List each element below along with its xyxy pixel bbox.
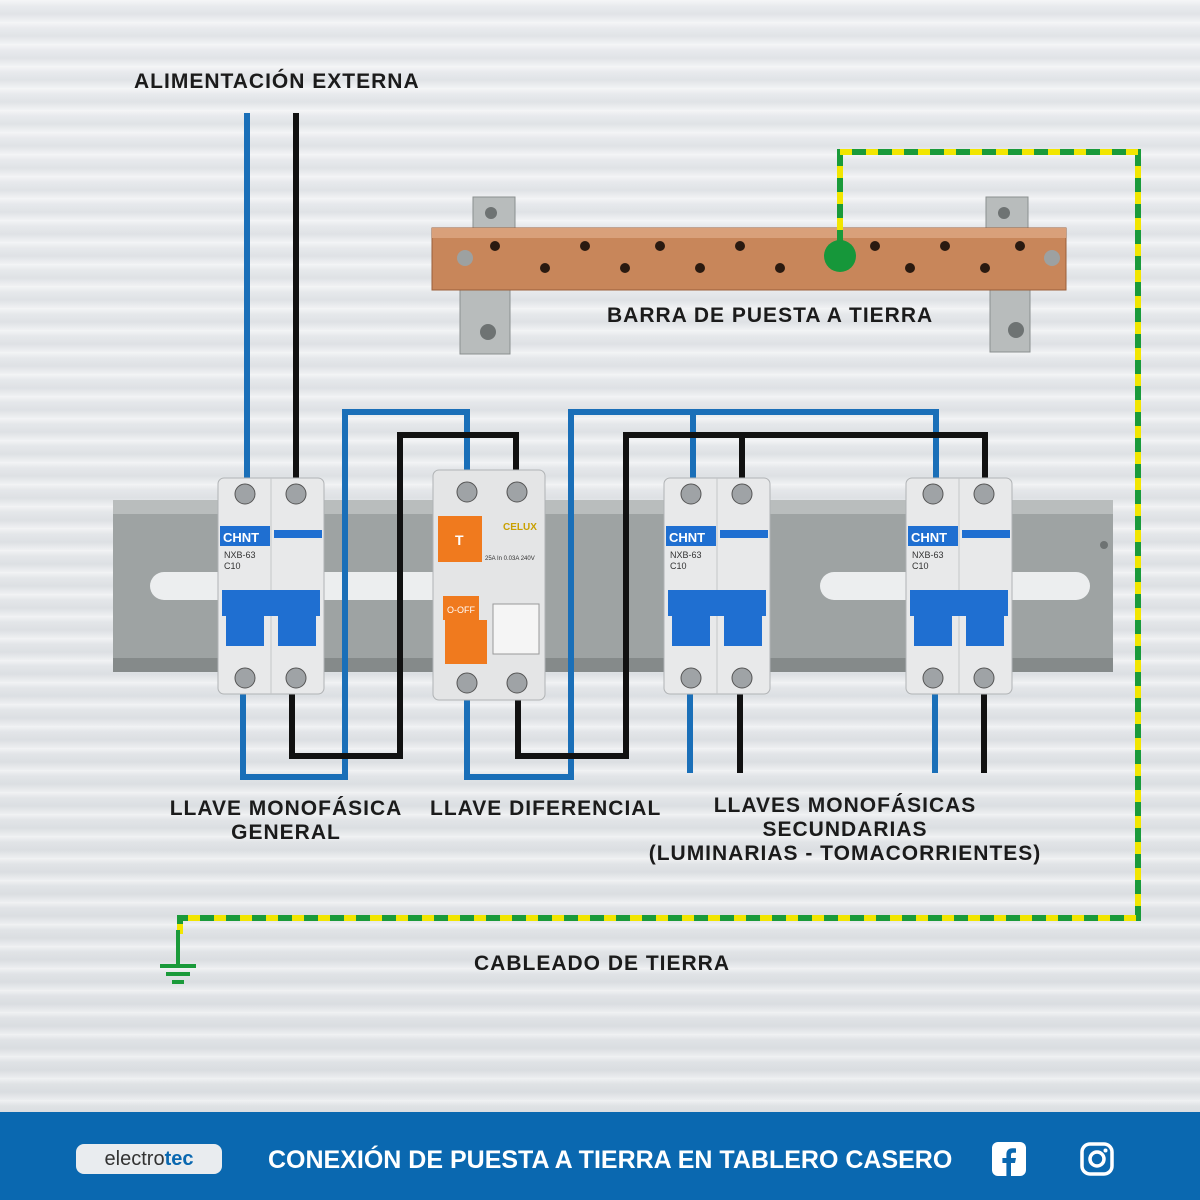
wiring-diagram: CHNTNXB-63C10CHNTNXB-63C10CHNTNXB-63C10T… xyxy=(113,113,1141,984)
grounding-bar xyxy=(431,196,1067,355)
label-llaves-secundarias-line1: LLAVES MONOFÁSICAS xyxy=(713,794,977,817)
rcd-brand: CELUX xyxy=(503,522,537,533)
footer-title: CONEXIÓN DE PUESTA A TIERRA EN TABLERO C… xyxy=(268,1146,953,1174)
rcd-spec: 25A In 0.03A 240V xyxy=(485,556,535,562)
label-llaves-secundarias-line3: (LUMINARIAS - TOMACORRIENTES) xyxy=(648,842,1042,865)
logo-accent: tec xyxy=(164,1147,194,1170)
breaker-rating: C10 xyxy=(912,561,929,571)
earth-wire xyxy=(177,149,1141,934)
logo-main: electro xyxy=(104,1147,165,1170)
label-cableado-tierra: CABLEADO DE TIERRA xyxy=(474,952,731,975)
label-llaves-secundarias: LLAVES MONOFÁSICAS SECUNDARIAS (LUMINARI… xyxy=(640,794,1050,866)
ground-symbol-icon xyxy=(160,930,196,984)
rcd-off-label: O-OFF xyxy=(447,605,475,615)
instagram-icon[interactable] xyxy=(1080,1142,1114,1176)
label-llave-general: LLAVE MONOFÁSICA GENERAL xyxy=(166,797,406,845)
breaker-brand: CHNT xyxy=(911,530,947,545)
breaker-model: NXB-63 xyxy=(670,550,702,560)
label-llave-general-line2: GENERAL xyxy=(231,821,341,844)
neutral-wires xyxy=(240,113,939,780)
facebook-icon[interactable] xyxy=(992,1142,1026,1176)
breaker-rating: C10 xyxy=(670,561,687,571)
breaker-diferencial[interactable]: T CELUX 25A In 0.03A 240V O-OFF xyxy=(432,469,546,701)
label-barra-puesta-tierra: BARRA DE PUESTA A TIERRA xyxy=(607,304,934,327)
rcd-test-label: T xyxy=(455,532,464,548)
label-llaves-secundarias-line2: SECUNDARIAS xyxy=(762,818,928,841)
label-llave-diferencial: LLAVE DIFERENCIAL xyxy=(430,797,662,820)
phase-wires xyxy=(289,113,988,773)
breaker-model: NXB-63 xyxy=(912,550,944,560)
label-llave-general-line1: LLAVE MONOFÁSICA xyxy=(169,797,403,820)
breaker-model: NXB-63 xyxy=(224,550,256,560)
breaker-brand: CHNT xyxy=(669,530,705,545)
breaker-rating: C10 xyxy=(224,561,241,571)
label-alimentacion-externa: ALIMENTACIÓN EXTERNA xyxy=(134,70,420,93)
breaker-brand: CHNT xyxy=(223,530,259,545)
